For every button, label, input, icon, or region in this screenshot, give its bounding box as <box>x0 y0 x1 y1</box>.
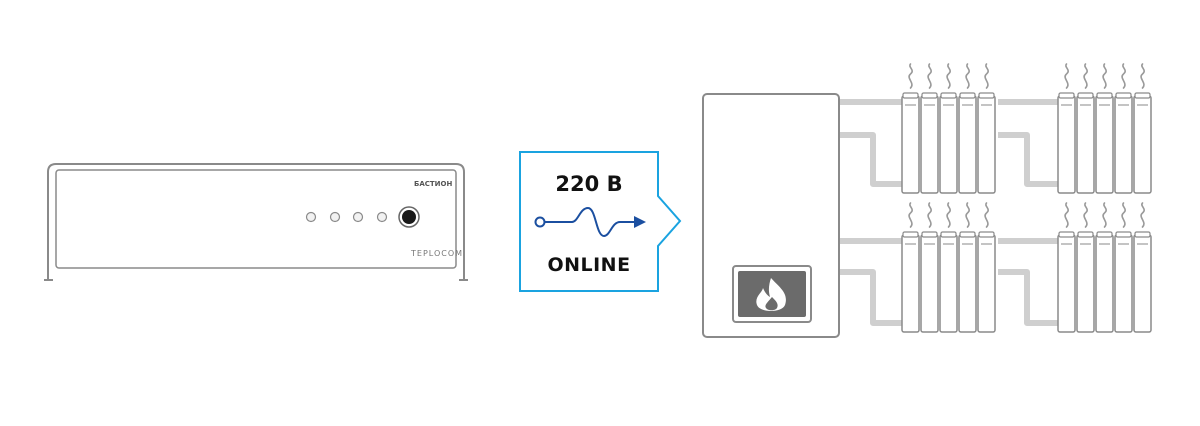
heat-wave-icon <box>908 63 913 89</box>
radiator-group <box>901 63 996 194</box>
device-brand: БАСТИОН <box>414 180 452 188</box>
radiators <box>901 63 1152 333</box>
radiator-section <box>958 92 977 194</box>
pipe-boiler-bottom-group-return <box>838 269 902 326</box>
power-wave-icon <box>534 206 646 238</box>
device-frame <box>47 163 465 280</box>
heat-wave-icon <box>965 202 970 228</box>
heat-wave-icon <box>1083 202 1088 228</box>
radiator-section <box>958 231 977 333</box>
radiator-section <box>939 92 958 194</box>
heat-wave-icon <box>927 63 932 89</box>
power-card-outline <box>519 151 682 292</box>
radiator-section <box>920 231 939 333</box>
online-status-label: ONLINE <box>547 254 630 276</box>
heat-wave-icon <box>1140 202 1145 228</box>
heat-wave-icon <box>908 202 913 228</box>
radiator-section <box>977 92 996 194</box>
radiator-section <box>1057 92 1076 194</box>
radiator-group <box>1057 202 1152 333</box>
radiator-section <box>1114 231 1133 333</box>
radiator-group <box>1057 63 1152 194</box>
radiator-section <box>1076 92 1095 194</box>
heat-wave-icon <box>965 63 970 89</box>
heat-wave-icon <box>1064 63 1069 89</box>
indicator-led-2 <box>329 211 341 223</box>
radiator-section <box>1114 92 1133 194</box>
pipe-boiler-top-group-return <box>838 132 902 187</box>
device-model: TEPLOCOM <box>410 249 463 258</box>
heat-wave-icon <box>1064 202 1069 228</box>
radiator-section <box>1133 231 1152 333</box>
device-body <box>55 169 457 269</box>
teplocom-device: БАСТИОН TEPLOCOM <box>44 163 468 281</box>
radiator-section <box>1095 92 1114 194</box>
heat-wave-icon <box>1102 63 1107 89</box>
power-button-icon <box>398 206 420 228</box>
radiator-section <box>977 231 996 333</box>
radiator-section <box>1095 231 1114 333</box>
heat-wave-icon <box>1121 63 1126 89</box>
heat-wave-icon <box>984 63 989 89</box>
radiator-section <box>920 92 939 194</box>
radiator-section <box>1133 92 1152 194</box>
radiator-section <box>901 231 920 333</box>
heat-wave-icon <box>1121 202 1126 228</box>
heat-wave-icon <box>1083 63 1088 89</box>
heat-wave-icon <box>1102 202 1107 228</box>
heat-wave-icon <box>946 63 951 89</box>
heat-wave-icon <box>927 202 932 228</box>
heat-wave-icon <box>1140 63 1145 89</box>
radiator-section <box>901 92 920 194</box>
indicator-led-3 <box>352 211 364 223</box>
heat-wave-icon <box>946 202 951 228</box>
radiator-section <box>1057 231 1076 333</box>
radiator-group <box>901 202 996 333</box>
power-status-card: 220 В ONLINE <box>519 151 682 292</box>
flame-icon <box>756 278 786 311</box>
radiator-section <box>939 231 958 333</box>
heat-wave-icon <box>984 202 989 228</box>
pipe-top-groups-link-return <box>998 132 1058 187</box>
pipe-bottom-groups-link-return <box>998 269 1058 326</box>
indicator-led-1 <box>305 211 317 223</box>
voltage-label: 220 В <box>555 172 622 196</box>
boiler <box>702 93 840 338</box>
indicator-led-4 <box>376 211 388 223</box>
radiator-section <box>1076 231 1095 333</box>
heating-pipes <box>838 99 1058 326</box>
